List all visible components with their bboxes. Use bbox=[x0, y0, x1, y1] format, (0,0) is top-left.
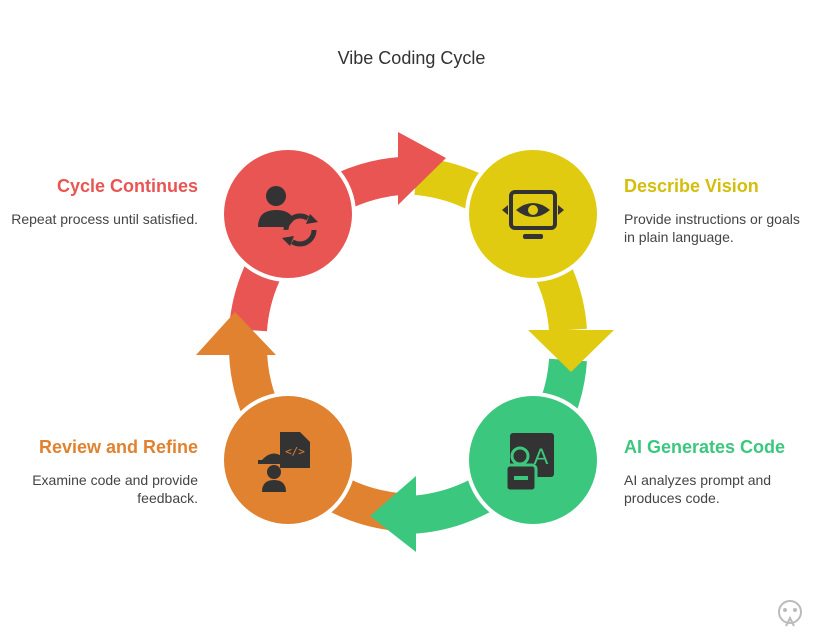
user-refresh-icon bbox=[258, 186, 318, 247]
step-desc-ai-generates-code: AI analyzes prompt and produces code. bbox=[624, 472, 772, 506]
step-desc-describe-vision: Provide instructions or goals in plain l… bbox=[624, 211, 800, 245]
step-title-describe-vision: Describe Vision bbox=[624, 176, 759, 196]
robot-letter-icon: A bbox=[504, 433, 554, 493]
arrowhead-green bbox=[370, 476, 416, 552]
arrowhead-yellow bbox=[528, 330, 614, 372]
step-title-cycle-continues: Cycle Continues bbox=[56, 176, 198, 196]
step-desc-review-and-refine: Examine code and provide feedback. bbox=[32, 472, 198, 506]
eye-screen-icon bbox=[502, 190, 564, 239]
diagram-title: Vibe Coding Cycle bbox=[337, 48, 486, 68]
step-title-review-and-refine: Review and Refine bbox=[38, 437, 198, 457]
svg-text:</>: </> bbox=[285, 445, 305, 458]
arrowhead-orange bbox=[196, 312, 276, 355]
arrowhead-red bbox=[398, 132, 446, 205]
step-title-ai-generates-code: AI Generates Code bbox=[624, 437, 786, 457]
brand-logo-icon bbox=[778, 600, 802, 627]
engineer-code-icon: </> bbox=[258, 432, 310, 492]
step-desc-cycle-continues: Repeat process until satisfied. bbox=[11, 211, 198, 227]
svg-text:A: A bbox=[534, 444, 549, 469]
